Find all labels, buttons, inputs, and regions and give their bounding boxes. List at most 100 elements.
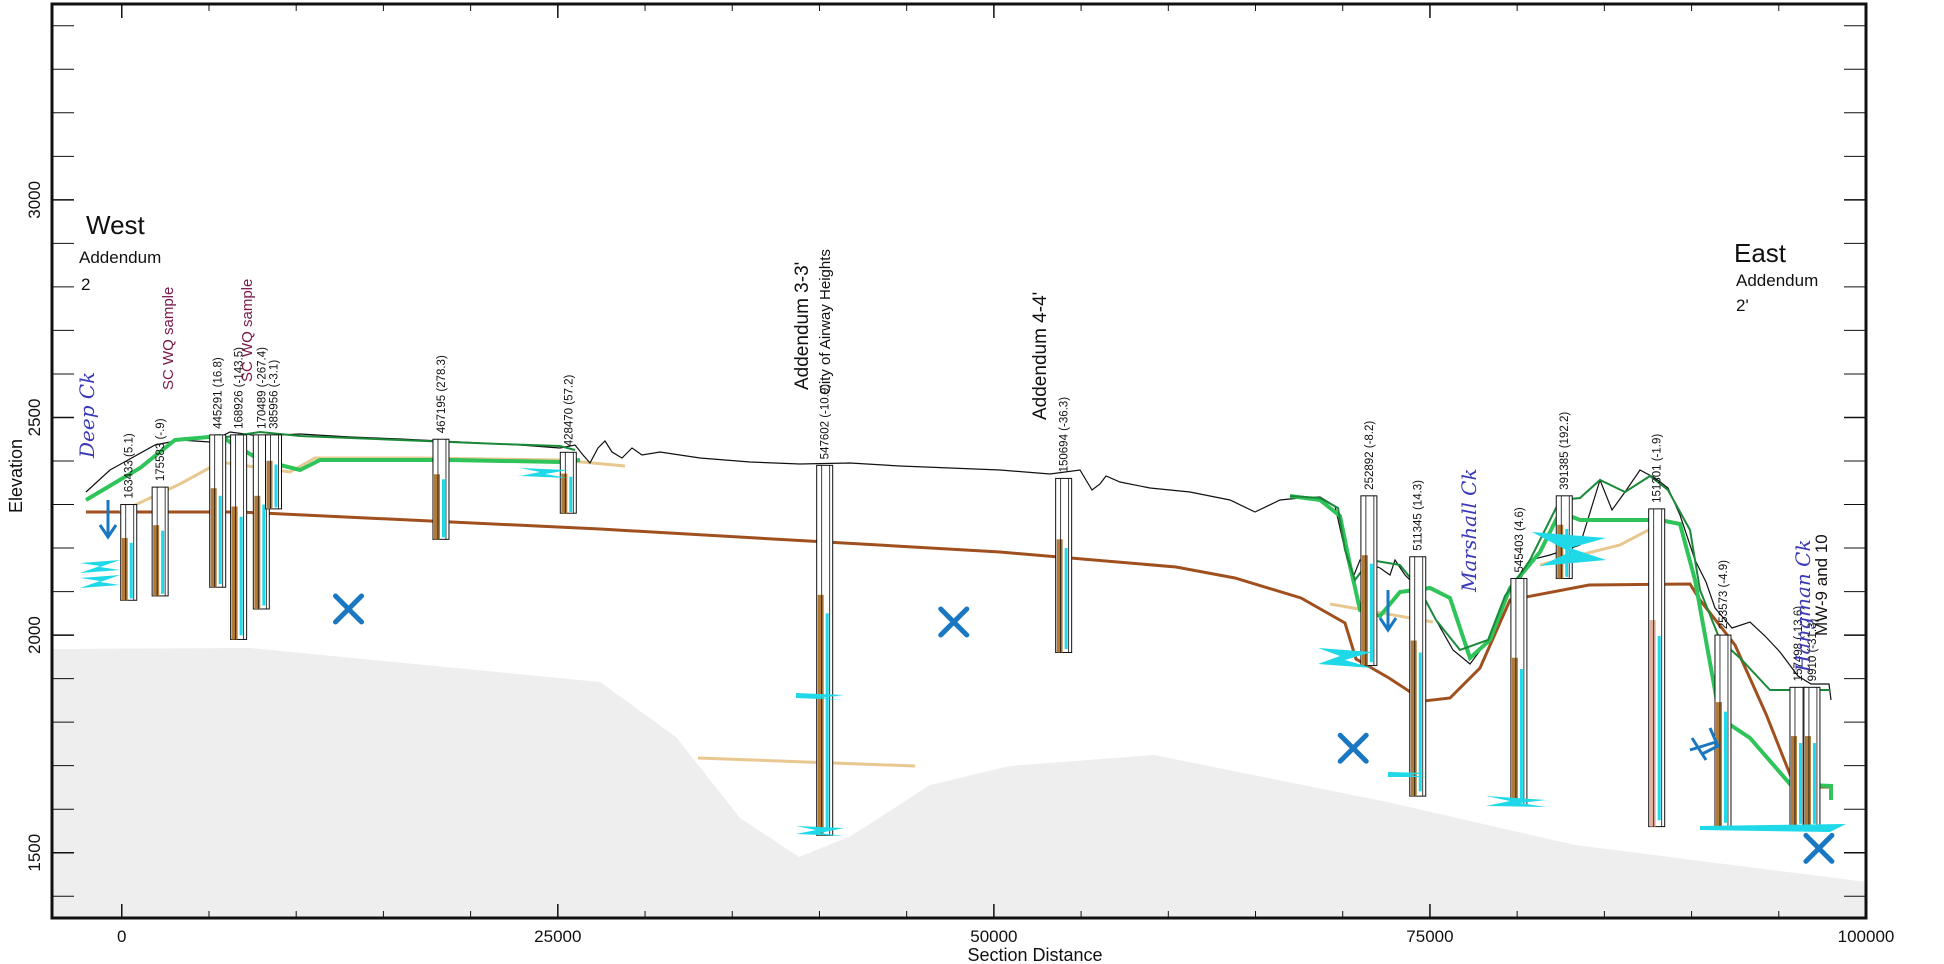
well-label: 168926 (-143.5)	[234, 347, 246, 429]
well-screen	[825, 613, 829, 828]
well-lithology	[561, 473, 568, 514]
well-lithology	[817, 594, 824, 836]
well-lithology	[1410, 640, 1417, 797]
well-label: 150694 (-36.3)	[1059, 397, 1071, 473]
well-screen	[1812, 743, 1816, 824]
well-lithology	[1649, 620, 1656, 827]
well-253573: 253573 (-4.9)	[1714, 560, 1732, 828]
well-screen	[1418, 652, 1422, 792]
well-label: 547602 (-10.9)	[820, 384, 832, 460]
x-mark-stroke	[1803, 832, 1835, 864]
well-467195: 467195 (278.3)	[432, 355, 450, 540]
well-screen	[1723, 711, 1727, 823]
well-screen	[1369, 563, 1373, 663]
well-252892: 252892 (-8.2)	[1360, 421, 1378, 667]
x-mark	[333, 593, 365, 625]
x-mark	[938, 606, 970, 638]
well-lithology	[210, 488, 217, 588]
well-label: 467195 (278.3)	[436, 355, 448, 433]
well-lithology	[254, 495, 261, 609]
y-axis-title: Elevation	[6, 439, 26, 513]
x-marks	[333, 593, 1835, 864]
deep-creek-label: Deep Ck	[75, 372, 99, 459]
well-label: 391385 (192.2)	[1559, 412, 1571, 490]
x-tick-label: 75000	[1406, 927, 1453, 946]
well-157498: 157498 (-13.6)	[1789, 606, 1807, 828]
x-mark-stroke	[333, 593, 365, 625]
flow-arrow-deep	[98, 500, 118, 540]
tan-line-west	[119, 456, 626, 514]
sc-wq-sample-2: SC WQ sample	[239, 279, 256, 382]
x-tick-label: 50000	[970, 927, 1017, 946]
east-addendum-num: 2'	[1736, 296, 1749, 315]
well-label: 252892 (-8.2)	[1364, 421, 1376, 490]
well-screen	[274, 464, 278, 508]
well-163433: 163433 (5.1)	[120, 433, 138, 601]
well-lithology	[1056, 539, 1063, 653]
well-screen	[129, 542, 133, 599]
well-lithology	[1715, 702, 1722, 827]
x-tick-label: 25000	[534, 927, 581, 946]
well-label: 163433 (5.1)	[124, 433, 136, 498]
well-screen	[218, 495, 222, 585]
city-airway-label: City of Airway Heights	[817, 249, 834, 395]
well-445291: 445291 (16.8)	[209, 357, 227, 588]
well-lithology	[433, 474, 440, 540]
y-tick-label: 2500	[25, 399, 44, 437]
addendum-44-label: Addendum 4-4'	[1030, 292, 1051, 420]
well-screen	[1565, 528, 1569, 577]
well-screen	[262, 504, 266, 606]
well-lithology	[231, 506, 238, 640]
well-lithology	[1361, 555, 1368, 666]
well-385956: 385956 (-3.1)	[265, 360, 283, 510]
well-label: 511345 (14.3)	[1413, 480, 1425, 551]
well-lithology	[1557, 524, 1564, 579]
well-screen	[1657, 635, 1661, 821]
x-mark-stroke	[1337, 732, 1369, 764]
well-511345: 511345 (14.3)	[1409, 480, 1427, 797]
x-axis-title: Section Distance	[967, 945, 1102, 964]
well-screen	[1519, 669, 1523, 801]
x-mark	[1337, 732, 1369, 764]
well-168926: 168926 (-143.5)	[230, 347, 248, 640]
tan-line-middle	[697, 756, 916, 768]
well-175583: 175583 (-.9)	[151, 418, 169, 597]
well-label: 9910 (-31.3)	[1807, 619, 1819, 682]
green-line-east-upper	[1289, 474, 1830, 691]
flow-arrow-marshall	[1378, 590, 1398, 633]
well-screen	[1798, 743, 1802, 824]
well-label: 385956 (-3.1)	[269, 360, 281, 429]
well-screen	[161, 530, 165, 594]
well-label: 170489 (-267.4)	[256, 347, 268, 429]
x-mark	[1803, 832, 1835, 864]
water-markers	[80, 468, 1846, 836]
well-label: 157498 (-13.6)	[1793, 606, 1805, 682]
well-lithology	[266, 460, 273, 509]
well-151301: 151301 (-1.9)	[1648, 434, 1666, 828]
basement-rock-area	[52, 648, 1866, 918]
well-label: 253573 (-4.9)	[1718, 560, 1730, 629]
well-9910: 9910 (-31.3)	[1803, 619, 1821, 828]
marshall-creek-label: Marshall Ck	[1457, 468, 1481, 593]
well-screen	[239, 516, 243, 636]
well-label: 175583 (-.9)	[155, 418, 167, 481]
x-tick-label: 100000	[1838, 927, 1895, 946]
y-tick-label: 1500	[25, 834, 44, 872]
addendum-33-label: Addendum 3-3'	[792, 262, 813, 390]
well-lithology	[153, 525, 160, 596]
well-547602: 547602 (-10.9)	[816, 384, 834, 836]
west-addendum: Addendum	[79, 248, 161, 267]
green-line-west-upper	[219, 430, 576, 451]
well-screen	[569, 476, 573, 513]
well-label: 428470 (57.2)	[563, 375, 575, 447]
well-lithology	[1511, 657, 1518, 805]
east-addendum: Addendum	[1736, 271, 1818, 290]
well-screen	[441, 479, 445, 538]
well-label: 545403 (4.6)	[1514, 507, 1526, 572]
hangman-creek-label: Hangman Ck	[1791, 539, 1815, 673]
wells: 163433 (5.1) 175583 (-.9) 445291 (16.8) 168…	[120, 347, 1821, 836]
well-545403: 545403 (4.6)	[1510, 507, 1528, 806]
y-tick-label: 3000	[25, 181, 44, 219]
east-title: East	[1734, 238, 1787, 268]
